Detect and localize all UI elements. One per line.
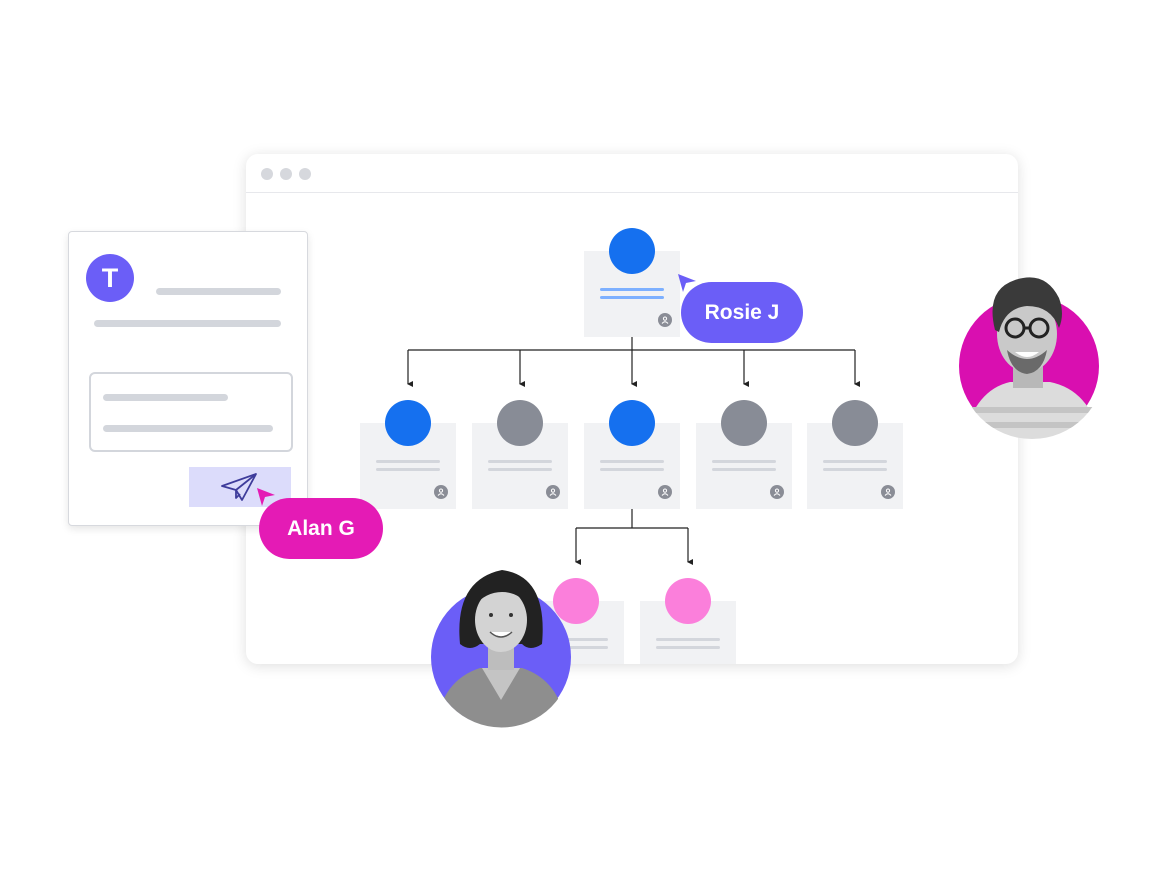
cursor-pointer-icon	[257, 488, 275, 506]
person-icon	[546, 485, 560, 499]
person-icon	[434, 485, 448, 499]
message-input[interactable]	[89, 372, 293, 452]
org-avatar-root	[609, 228, 655, 274]
paper-plane-icon	[221, 473, 257, 501]
user-avatar: T	[86, 254, 134, 302]
man-portrait-photo	[959, 277, 1101, 439]
collaborator-tag-alan: Alan G	[259, 498, 383, 559]
person-icon	[658, 485, 672, 499]
placeholder-line	[156, 288, 281, 295]
org-avatar	[832, 400, 878, 446]
person-icon	[658, 313, 672, 327]
browser-window	[246, 154, 1018, 664]
collaborator-tag-rosie: Rosie J	[681, 282, 803, 343]
cursor-pointer-icon	[678, 274, 696, 292]
person-icon	[770, 485, 784, 499]
org-avatar	[665, 578, 711, 624]
org-avatar	[497, 400, 543, 446]
person-icon	[881, 485, 895, 499]
org-avatar	[553, 578, 599, 624]
send-button[interactable]	[189, 467, 291, 507]
woman-portrait-photo	[431, 570, 571, 728]
message-compose-panel: T	[68, 231, 308, 526]
placeholder-line	[94, 320, 281, 327]
window-dot[interactable]	[299, 168, 311, 180]
org-avatar	[609, 400, 655, 446]
org-chart-connectors	[407, 336, 860, 565]
browser-titlebar	[246, 154, 1018, 193]
window-dot[interactable]	[280, 168, 292, 180]
org-avatar	[385, 400, 431, 446]
window-dot[interactable]	[261, 168, 273, 180]
org-avatar	[721, 400, 767, 446]
